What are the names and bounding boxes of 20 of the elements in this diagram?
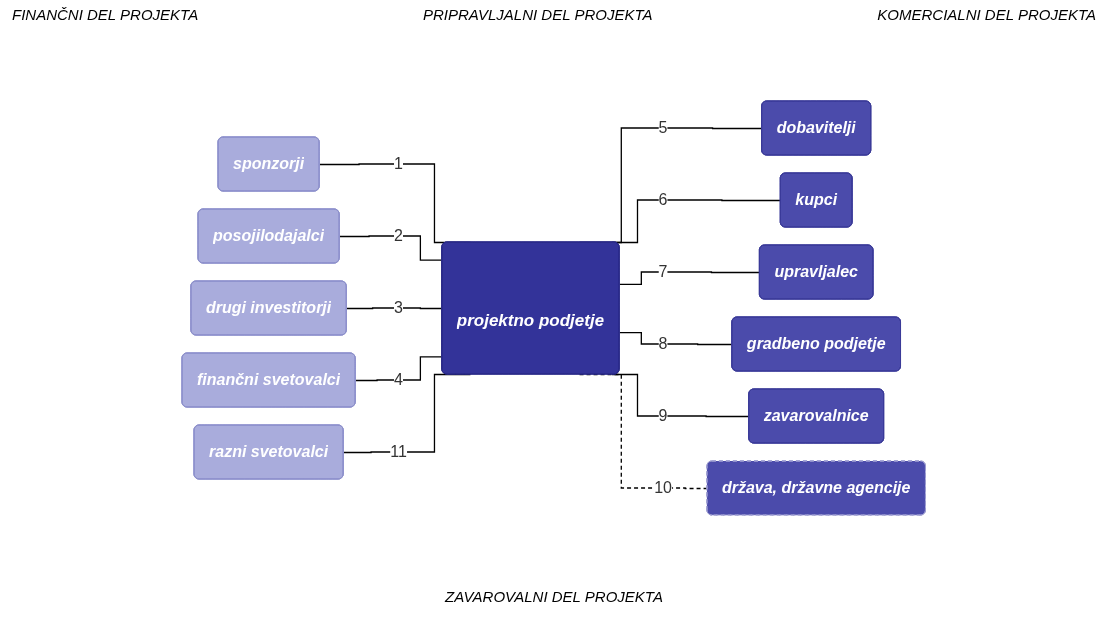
edge-label: 3 bbox=[394, 299, 404, 316]
edge-label: 1 bbox=[394, 155, 404, 172]
edge-label: 4 bbox=[394, 371, 404, 388]
connector bbox=[619, 271, 761, 286]
edge-label: 2 bbox=[394, 227, 404, 244]
section-heading: PRIPRAVLJALNI DEL PROJEKTA bbox=[422, 6, 653, 25]
connector bbox=[346, 307, 444, 310]
edge-label: 5 bbox=[658, 119, 668, 136]
edge-label: 7 bbox=[658, 263, 668, 280]
section-heading: FINANČNI DEL PROJEKTA bbox=[12, 6, 199, 25]
section-heading: ZAVAROVALNI DEL PROJEKTA bbox=[445, 588, 663, 605]
edge-label: 10 bbox=[654, 479, 673, 496]
edge-label: 8 bbox=[658, 335, 668, 352]
edge-label: 9 bbox=[658, 407, 668, 424]
connector bbox=[355, 356, 444, 382]
connector bbox=[339, 235, 444, 261]
connector bbox=[619, 331, 734, 346]
edge-label: 11 bbox=[390, 443, 408, 460]
edge-label: 6 bbox=[658, 191, 668, 208]
section-heading: KOMERCIALNI DEL PROJEKTA bbox=[877, 6, 1096, 25]
